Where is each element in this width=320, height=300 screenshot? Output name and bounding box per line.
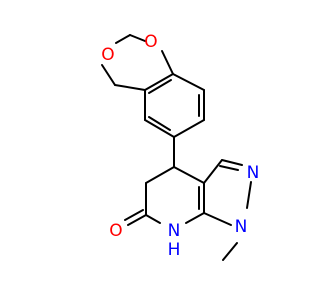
bond (148, 79, 172, 94)
atom-label-n: N (235, 217, 248, 237)
bond (129, 34, 146, 42)
bond (148, 116, 171, 131)
bond (161, 50, 174, 75)
bond (127, 214, 147, 226)
bond (124, 209, 144, 221)
atom-label-n: N (247, 163, 260, 183)
atom-label-nh: N (168, 221, 181, 241)
structure-svg: O O O N N N H (101, 32, 260, 261)
bond (222, 242, 238, 261)
bond (114, 84, 146, 91)
bond (145, 214, 161, 224)
bond (115, 34, 131, 44)
bond (221, 159, 243, 166)
bond (144, 73, 174, 91)
bond (101, 64, 116, 86)
bond (173, 119, 205, 138)
bond (173, 166, 205, 184)
bond (219, 165, 239, 171)
bond (246, 181, 252, 209)
atom-label-o: O (101, 45, 114, 65)
atom-label-h: H (168, 240, 181, 260)
bond (172, 73, 205, 91)
bond (203, 212, 232, 226)
bond (145, 166, 175, 184)
atom-label-o: O (144, 32, 157, 52)
bond (185, 212, 205, 224)
molecule-diagram: O O O N N N H (101, 32, 260, 261)
atom-label-o: O (109, 221, 122, 241)
bond (144, 119, 175, 138)
bond (203, 159, 223, 184)
